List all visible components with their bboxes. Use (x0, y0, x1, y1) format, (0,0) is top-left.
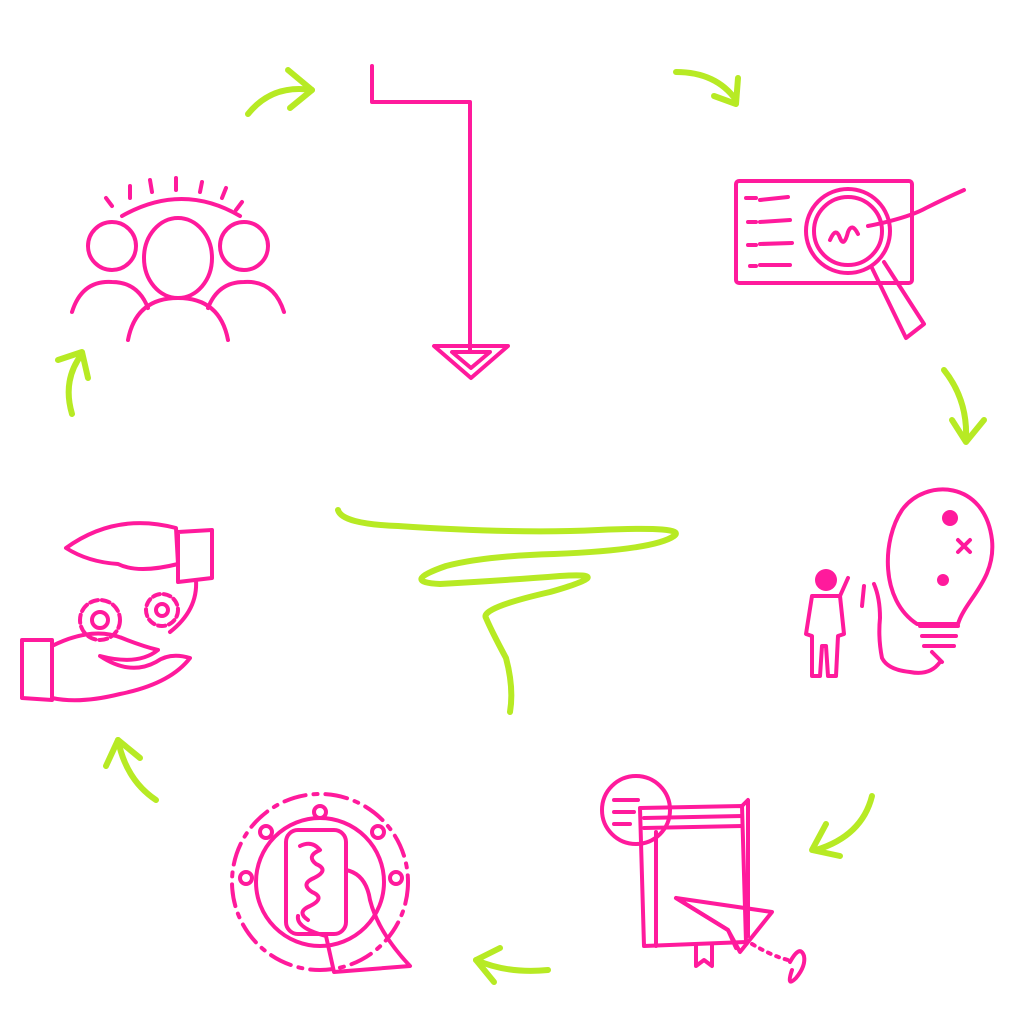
connector-arrow-7 (245, 67, 315, 117)
connector-arrow-1 (673, 69, 741, 107)
team-group-icon (70, 176, 286, 342)
entry-arrow-icon (370, 64, 510, 380)
magnifier-document-icon (734, 179, 966, 340)
book-paper-plane-icon (600, 774, 807, 984)
connector-arrow-3 (809, 793, 875, 859)
connector-arrow-2 (941, 367, 987, 445)
connector-arrow-6 (55, 349, 91, 417)
connector-arrow-4 (473, 945, 551, 985)
person-lightbulb-icon (804, 487, 995, 678)
connector-arrow-5 (103, 737, 159, 803)
hands-gears-icon (20, 521, 214, 703)
center-scribble-mark (335, 507, 679, 715)
hand-phone-network-icon (230, 792, 412, 974)
